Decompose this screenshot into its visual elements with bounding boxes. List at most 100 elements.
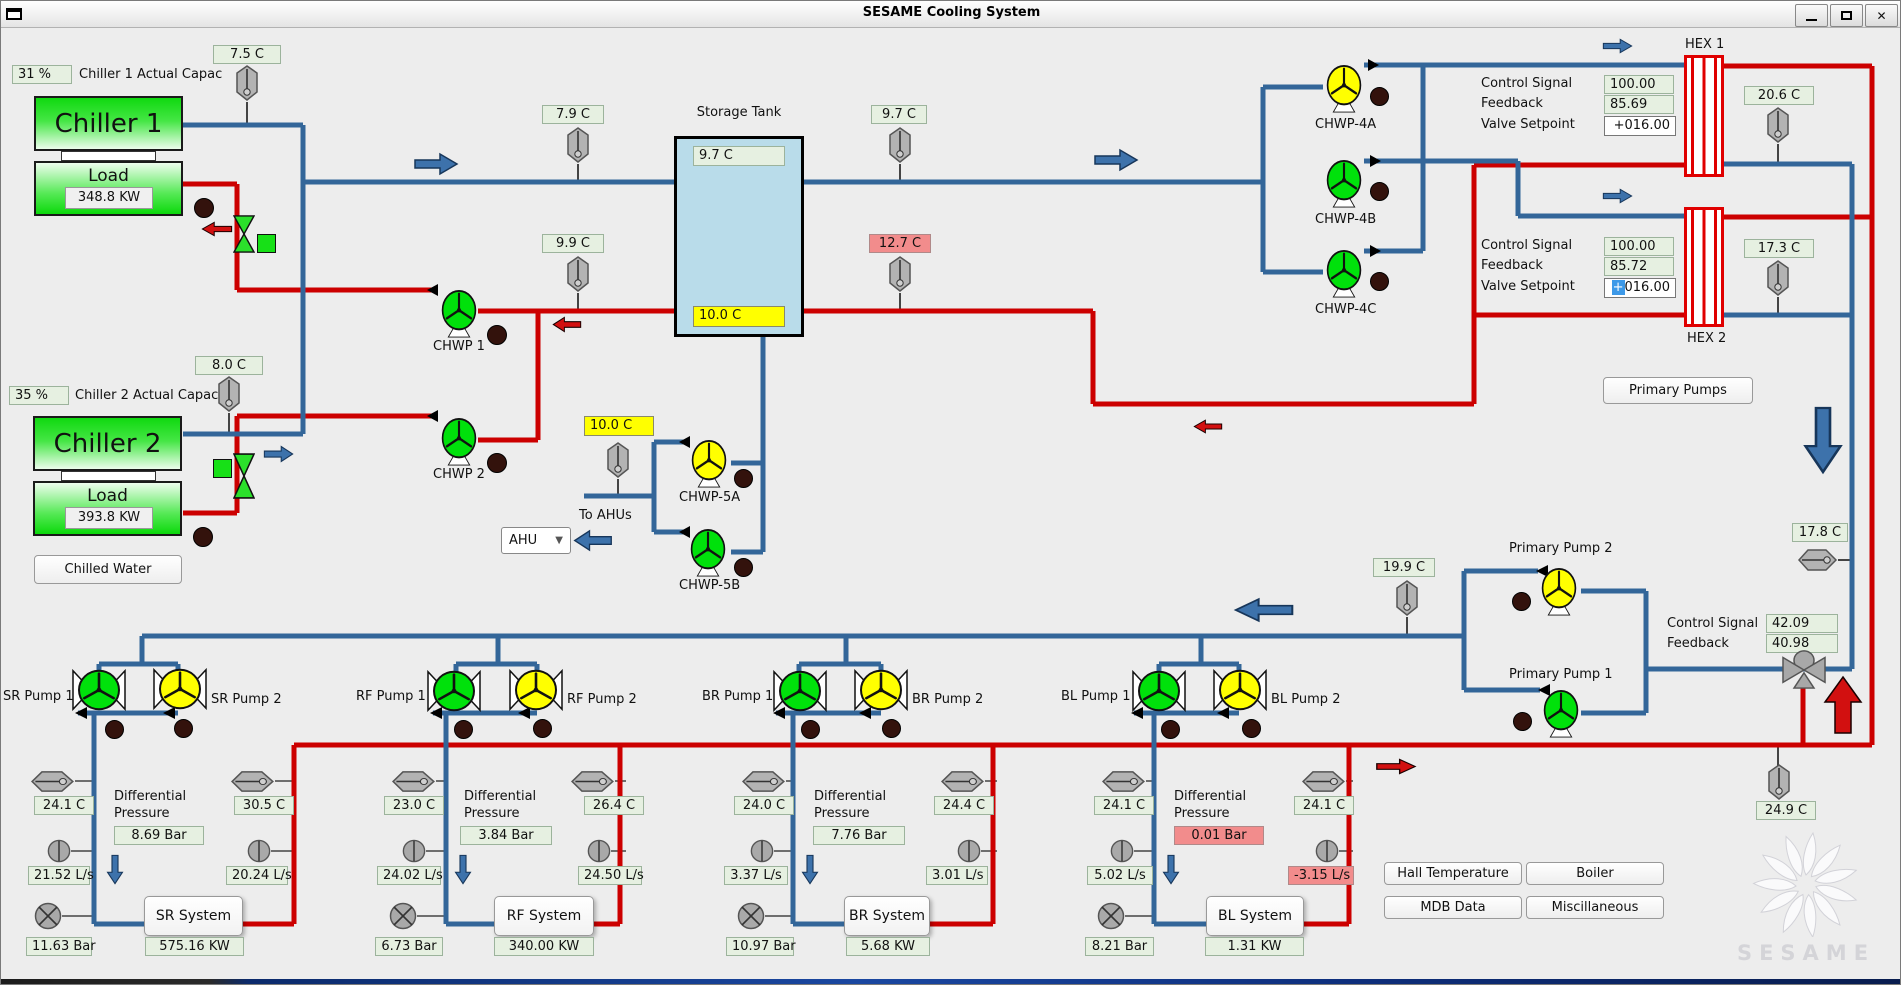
- flow-arrow-left-icon: [201, 221, 233, 237]
- ahu-selected-value: AHU: [509, 533, 538, 548]
- pump-chwp4b-icon: [1321, 159, 1367, 209]
- flow-arrow-left-icon: [1193, 419, 1223, 434]
- chilled-water-button[interactable]: Chilled Water: [34, 555, 182, 584]
- primary-control-signal-value: 42.09: [1766, 614, 1838, 633]
- flow-arrow-down-icon: [106, 854, 124, 885]
- pump-bl1-icon: [1131, 666, 1187, 716]
- rf-return-flow: 24.50 L/s: [578, 866, 644, 885]
- supply-temp-mid: 7.9 C: [542, 105, 604, 124]
- supply-temp-right: 9.7 C: [871, 105, 927, 124]
- ahu-select[interactable]: AHU ▼: [501, 527, 571, 554]
- pressure-sensor-icon: [389, 902, 417, 930]
- hall-temperature-button[interactable]: Hall Temperature: [1384, 862, 1522, 885]
- bl-system-button[interactable]: BL System: [1206, 896, 1304, 936]
- pump-chwp1-label: CHWP 1: [433, 339, 485, 354]
- sesame-logo-text: SESAME: [1736, 941, 1876, 965]
- primary-pumps-button[interactable]: Primary Pumps: [1603, 377, 1753, 404]
- close-icon: ✕: [1876, 8, 1887, 23]
- hex2-label: HEX 2: [1687, 331, 1727, 346]
- status-dot: [1370, 182, 1389, 201]
- title-bar: SESAME Cooling System: [1, 1, 1900, 28]
- pump-primary1-icon: [1538, 689, 1584, 739]
- bl-supply-pressure: 8.21 Bar: [1085, 937, 1154, 956]
- flow-sensor-icon: [1110, 839, 1134, 863]
- flow-arrow-right-icon: [413, 152, 459, 176]
- maximize-button[interactable]: [1830, 4, 1863, 27]
- rf-dp-value: 3.84 Bar: [460, 826, 552, 845]
- br-dp-label: Differential Pressure: [814, 789, 887, 821]
- flow-arrow-down-icon: [1162, 854, 1180, 885]
- hex1-outlet-temp: 20.6 C: [1744, 86, 1814, 105]
- chiller1-box[interactable]: Chiller 1: [34, 96, 183, 151]
- pump-chwp4a-label: CHWP-4A: [1315, 117, 1377, 132]
- temperature-sensor-icon: [565, 256, 591, 292]
- return-piping: [183, 63, 1875, 927]
- close-button[interactable]: ✕: [1865, 4, 1898, 27]
- hex-blue-out-temp: 17.8 C: [1792, 523, 1848, 542]
- three-way-valve-icon: [1781, 648, 1827, 690]
- hex2-control-signal-value: 100.00: [1604, 237, 1674, 256]
- mdb-data-button[interactable]: MDB Data: [1384, 896, 1522, 919]
- status-dot: [1513, 712, 1532, 731]
- pump-chwp4c-label: CHWP-4C: [1315, 302, 1377, 317]
- status-dot: [734, 558, 753, 577]
- pump-chwp2-icon: [436, 417, 482, 467]
- window-title: SESAME Cooling System: [862, 5, 1041, 20]
- br-supply-pressure: 10.97 Bar: [726, 937, 796, 956]
- pump-br1-icon: [772, 666, 828, 716]
- hex2-feedback-value: 85.72: [1604, 257, 1674, 276]
- chiller2-connector: [61, 471, 156, 481]
- chevron-down-icon: ▼: [555, 535, 563, 546]
- pump-br2-icon: [853, 665, 909, 715]
- sr-system-button[interactable]: SR System: [144, 896, 243, 936]
- supply-piping: [78, 62, 1855, 927]
- bl-return-temp: 24.1 C: [1294, 796, 1354, 815]
- valve-actuator: [257, 234, 276, 253]
- bl-pump1-label: BL Pump 1: [1061, 689, 1131, 704]
- rf-system-button[interactable]: RF System: [494, 896, 594, 936]
- window-menu-icon[interactable]: [6, 8, 22, 20]
- sr-supply-pressure: 11.63 Bar: [26, 937, 96, 956]
- hex-channels: [1691, 58, 1717, 174]
- flow-arrow-right-icon: [1093, 148, 1139, 172]
- temperature-sensor-icon: [1302, 769, 1346, 794]
- hex2-valve-setpoint-input[interactable]: +016.00: [1604, 278, 1676, 298]
- rf-supply-flow: 24.02 L/s: [377, 866, 443, 885]
- temperature-sensor-icon: [31, 769, 75, 794]
- pump-rf2-icon: [508, 665, 564, 715]
- sr-dp-value: 8.69 Bar: [114, 826, 204, 845]
- hex2-valve-setpoint-label: Valve Setpoint: [1481, 279, 1575, 294]
- boiler-button[interactable]: Boiler: [1526, 862, 1664, 885]
- ahu-supply-temp: 10.0 C: [584, 416, 654, 436]
- flow-arrow-right-icon: [1375, 758, 1417, 775]
- sr-return-flow: 20.24 L/s: [226, 866, 292, 885]
- hex1-feedback-value: 85.69: [1604, 95, 1674, 114]
- hex1-valve-setpoint-input[interactable]: +016.00: [1604, 116, 1676, 136]
- chiller2-box[interactable]: Chiller 2: [33, 416, 182, 471]
- tank-top-temp: 9.7 C: [693, 146, 785, 166]
- temperature-sensor-icon: [392, 769, 436, 794]
- miscillaneous-button[interactable]: Miscillaneous: [1526, 896, 1664, 919]
- chiller1-connector: [61, 151, 156, 161]
- hex1-valve-setpoint-label: Valve Setpoint: [1481, 117, 1575, 132]
- temperature-sensor-icon: [887, 127, 913, 163]
- taskbar-strip[interactable]: [1, 979, 1900, 984]
- sr-pump2-label: SR Pump 2: [211, 692, 282, 707]
- flow-sensor-icon: [750, 839, 774, 863]
- chiller1-load-value: 348.8 KW: [65, 187, 153, 209]
- hex1-label: HEX 1: [1685, 37, 1725, 52]
- tank-bottom-temp: 10.0 C: [693, 306, 785, 327]
- minimize-button[interactable]: [1795, 4, 1828, 27]
- sr-power: 575.16 KW: [145, 937, 244, 956]
- primary-control-signal-label: Control Signal: [1667, 616, 1759, 631]
- br-system-button[interactable]: BR System: [844, 896, 930, 936]
- flow-arrow-left-icon: [552, 316, 582, 333]
- temperature-sensor-icon: [1394, 580, 1420, 616]
- bl-pump2-label: BL Pump 2: [1271, 692, 1341, 707]
- pump-rf1-icon: [426, 666, 482, 716]
- rf-dp-label: Differential Pressure: [464, 789, 537, 821]
- flow-arrow-right-icon: [1602, 38, 1633, 54]
- primary-pump2-label: Primary Pump 2: [1509, 541, 1613, 556]
